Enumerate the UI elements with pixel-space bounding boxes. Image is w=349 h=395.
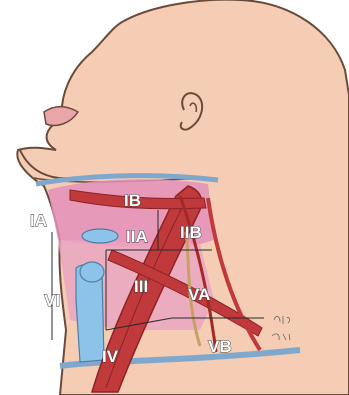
level-label-iv: IV <box>102 347 119 366</box>
level-label-ia: IA <box>30 211 47 230</box>
level-label-ib: IB <box>124 191 141 210</box>
thyroid-cartilage <box>80 262 104 282</box>
level-label-iib: IIB <box>180 223 202 242</box>
level-label-iia: IIA <box>126 227 148 246</box>
level-label-vb: VB <box>208 337 232 356</box>
level-label-vi: VI <box>44 291 60 310</box>
hyoid <box>82 229 118 243</box>
level-label-va: VA <box>188 285 210 304</box>
level-label-iii: III <box>134 277 148 296</box>
